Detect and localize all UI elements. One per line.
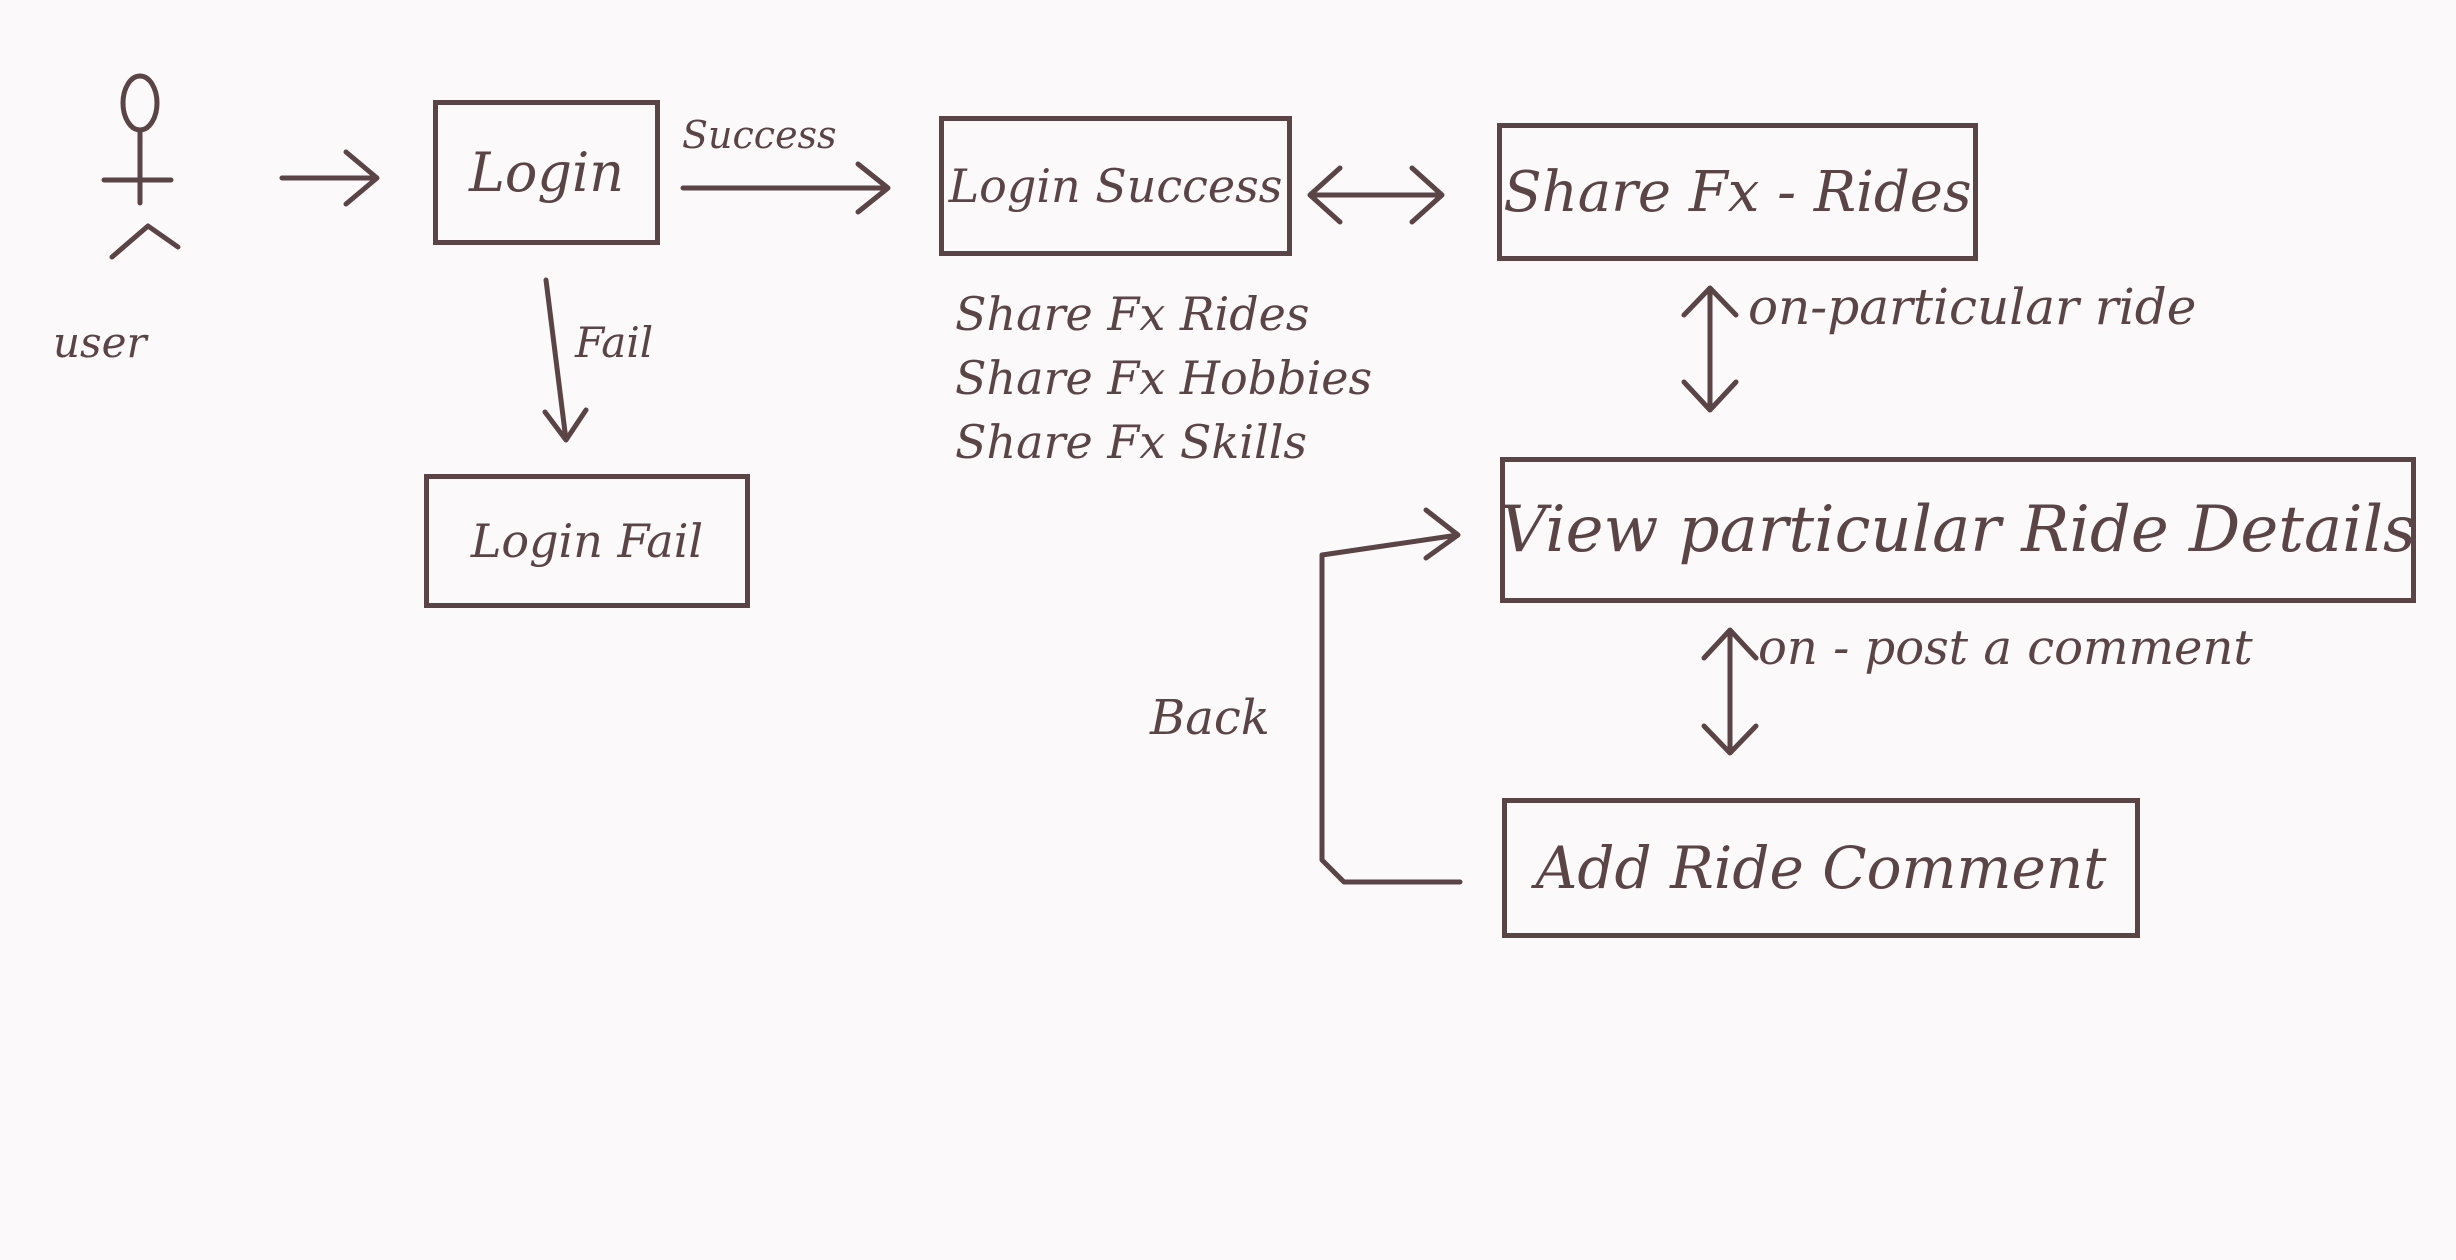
add-ride-comment-label: Add Ride Comment: [1535, 834, 2107, 902]
login-label: Login: [469, 141, 624, 204]
on-particular-ride-label: on-particular ride: [1748, 278, 2197, 336]
on-particular-ride-arrow: [1681, 285, 1739, 413]
login-fail-box: Login Fail: [424, 474, 750, 608]
bidirectional-arrow: [1307, 165, 1445, 225]
login-fail-label: Login Fail: [470, 514, 704, 568]
fail-label: Fail: [575, 318, 654, 367]
user-icon: [101, 73, 181, 260]
login-success-box: Login Success: [939, 116, 1292, 256]
view-ride-details-label: View particular Ride Details: [1500, 493, 2416, 567]
share-fx-rides-label: Share Fx - Rides: [1503, 159, 1972, 225]
share-fx-rides-box: Share Fx - Rides: [1497, 123, 1978, 261]
success-label: Success: [682, 113, 837, 157]
menu-item-share-fx-skills: Share Fx Skills: [955, 415, 1308, 469]
user-label: user: [53, 318, 147, 367]
fail-arrow: [542, 277, 589, 443]
on-post-comment-arrow: [1701, 627, 1759, 756]
menu-item-share-fx-rides: Share Fx Rides: [955, 287, 1310, 341]
success-arrow: [680, 161, 891, 215]
on-post-comment-label: on - post a comment: [1758, 620, 2253, 676]
back-loop-arrow: [1319, 507, 1463, 885]
back-label: Back: [1150, 690, 1270, 746]
add-ride-comment-box: Add Ride Comment: [1502, 798, 2140, 938]
menu-item-share-fx-hobbies: Share Fx Hobbies: [955, 351, 1373, 405]
login-success-menu: Share Fx Rides Share Fx Hobbies Share Fx…: [955, 282, 1372, 474]
login-success-label: Login Success: [948, 159, 1283, 213]
user-to-login-arrow: [279, 149, 380, 207]
login-box: Login: [433, 100, 660, 245]
view-ride-details-box: View particular Ride Details: [1500, 457, 2416, 603]
